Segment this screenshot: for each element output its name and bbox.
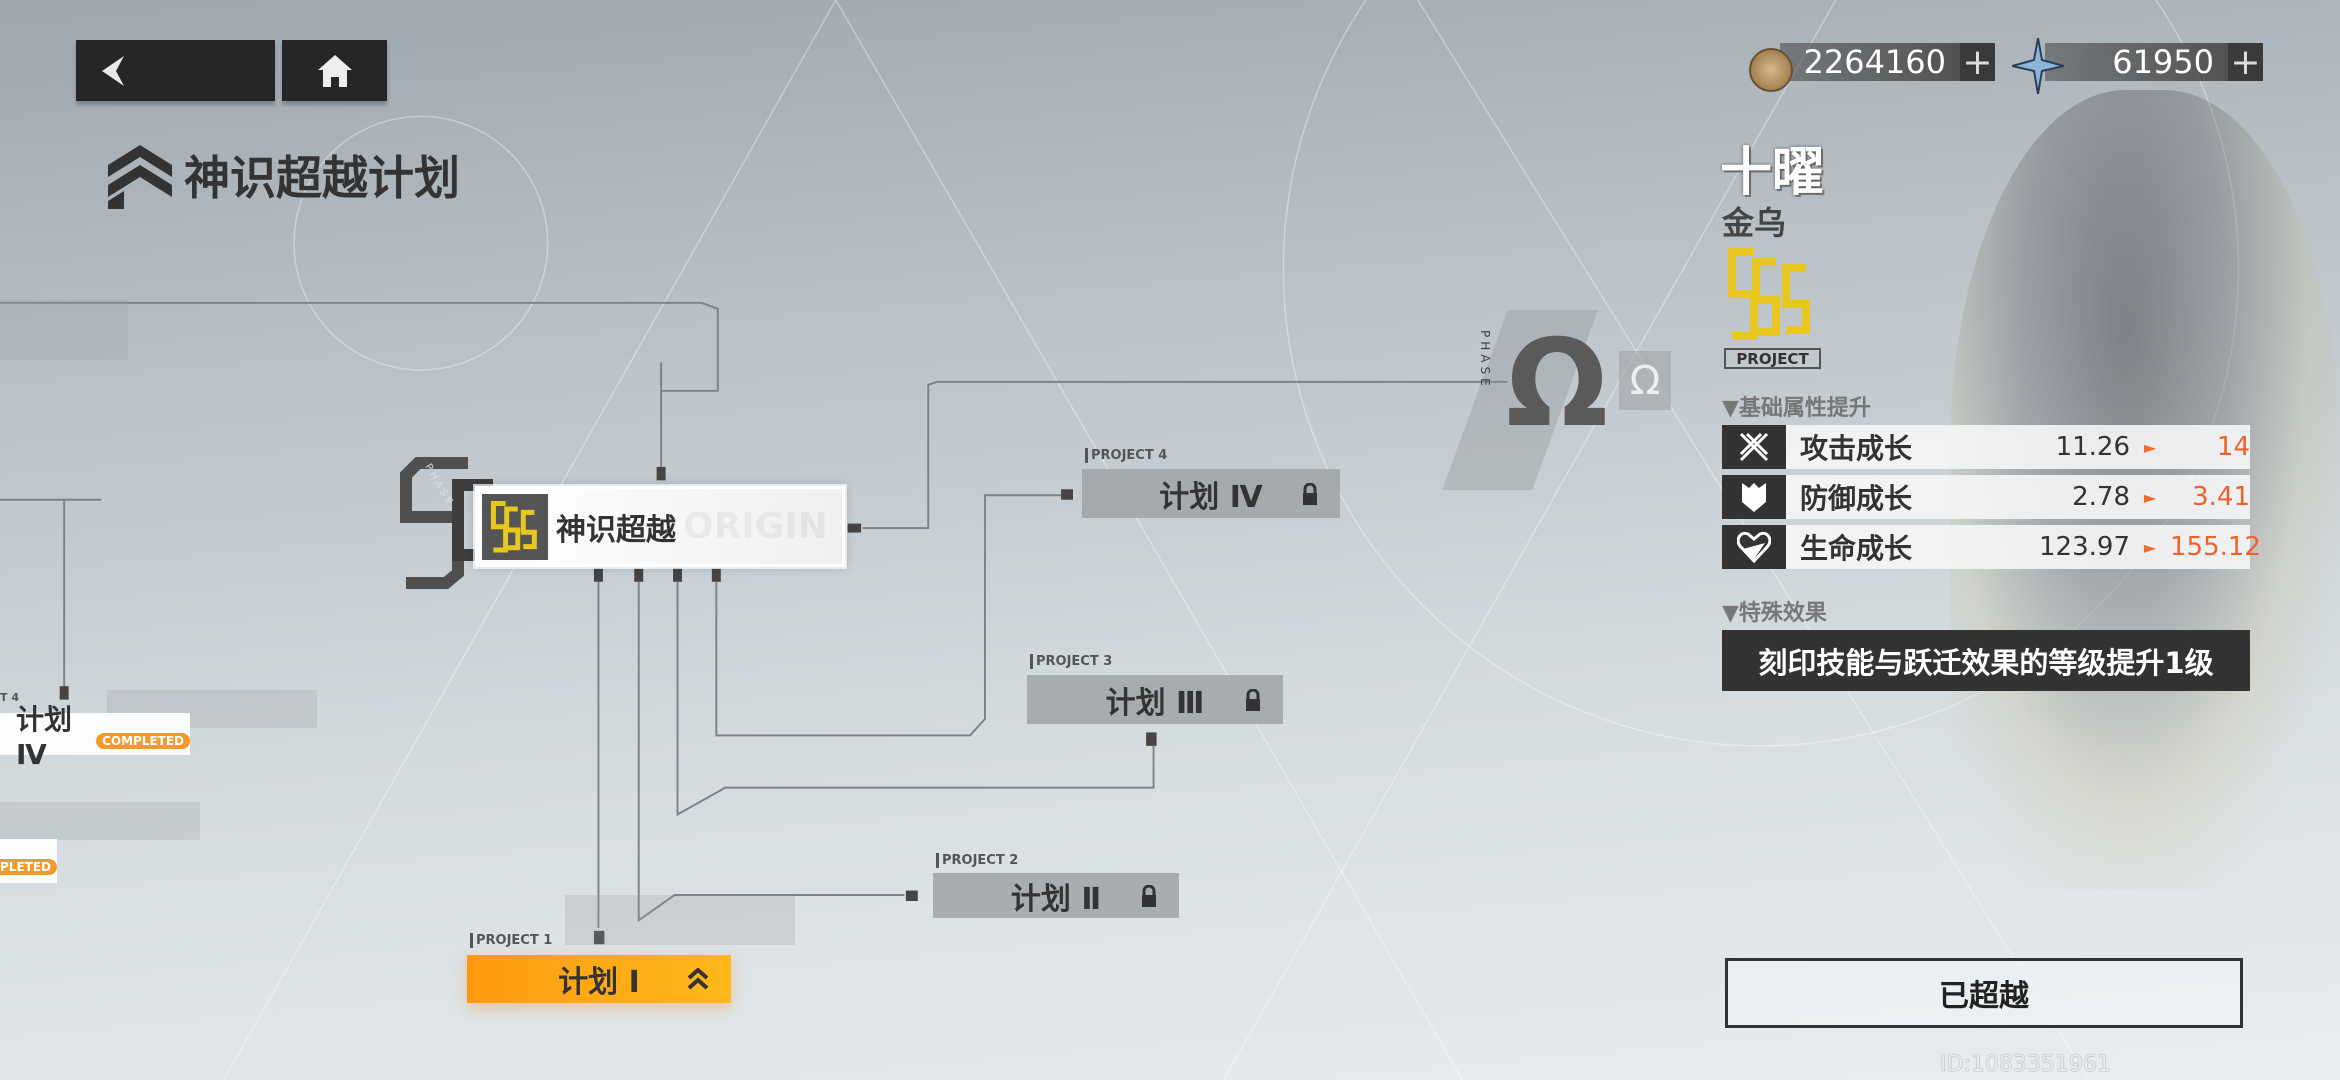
completed-badge: MPLETED <box>0 859 57 875</box>
double-chevron-up-icon <box>687 968 709 990</box>
main-node-transcend[interactable]: 神识超越 ORIGIN <box>473 484 847 569</box>
character-name: 十曜 <box>1720 143 1825 203</box>
back-button[interactable] <box>76 40 275 101</box>
crystal-amount: 61950 <box>2112 43 2214 81</box>
bg-panel <box>0 802 200 840</box>
transcended-button[interactable]: 已超越 <box>1725 958 2243 1028</box>
stat-old-value: 11.26 <box>2055 432 2130 462</box>
project-3-node[interactable]: 计划 Ⅲ <box>1027 675 1283 724</box>
project-2-tag: PROJECT 2 <box>936 853 1018 868</box>
stat-old-value: 123.97 <box>2039 532 2130 562</box>
origin-watermark: ORIGIN <box>683 506 828 547</box>
stat-row-attack: 攻击成长 11.26 ► 14 <box>1722 425 2250 469</box>
coin-counter: 2264160 + <box>1780 42 1995 83</box>
crystal-star-icon <box>2012 38 2064 94</box>
page-title: 神识超越计划 <box>104 140 460 210</box>
omega-phase-icon[interactable]: Ω <box>1506 315 1609 454</box>
defense-icon <box>1722 475 1786 519</box>
project-1-label: 计划 Ⅰ <box>558 965 640 1000</box>
arrow-right-icon: ► <box>2143 437 2157 457</box>
base-stats-heading: ▼基础属性提升 <box>1722 396 1871 421</box>
special-effect-text: 刻印技能与跃迁效果的等级提升1级 <box>1722 630 2250 691</box>
add-crystal-button[interactable]: + <box>2228 42 2263 83</box>
lock-icon <box>1303 482 1317 505</box>
project-4-node[interactable]: 计划 Ⅳ <box>1082 469 1340 518</box>
add-coin-button[interactable]: + <box>1960 42 1995 83</box>
bg-panel <box>565 895 795 945</box>
home-button[interactable] <box>282 40 387 101</box>
main-node-label: 神识超越 <box>556 512 676 548</box>
omega-mini-icon: Ω <box>1619 351 1671 410</box>
stat-new-value: 3.41 <box>2192 482 2250 512</box>
stat-label: 防御成长 <box>1800 482 1913 515</box>
project-4-tag: PROJECT 4 <box>1085 448 1167 463</box>
prev-project-4-node[interactable]: 计划 Ⅳ COMPLETED <box>0 703 190 771</box>
project-1-tag: PROJECT 1 <box>470 933 552 948</box>
health-icon <box>1722 525 1786 569</box>
sss-rank-icon <box>1728 248 1810 340</box>
coin-icon <box>1749 48 1793 92</box>
sss-icon <box>482 493 548 560</box>
home-icon <box>317 54 352 87</box>
chevron-up-logo-icon <box>108 145 172 209</box>
stat-row-health: 生命成长 123.97 ► 155.12 <box>1722 525 2261 569</box>
project-badge: PROJECT <box>1724 348 1821 369</box>
special-effect-heading: ▼特殊效果 <box>1722 601 1827 626</box>
stat-old-value: 2.78 <box>2072 482 2130 512</box>
coin-amount: 2264160 <box>1803 43 1946 81</box>
crystal-counter: 61950 + <box>2045 42 2263 83</box>
character-subtitle: 金乌 <box>1722 204 1787 242</box>
arrow-right-icon: ► <box>2143 537 2157 557</box>
bg-panel <box>0 300 128 360</box>
prev-project-tag: T 4 <box>0 691 19 704</box>
stat-new-value: 155.12 <box>2170 532 2261 562</box>
project-3-label: 计划 Ⅲ <box>1105 685 1205 721</box>
project-1-node[interactable]: 计划 Ⅰ <box>467 955 731 1003</box>
page-title-text: 神识超越计划 <box>184 151 460 205</box>
stat-new-value: 14 <box>2216 432 2250 462</box>
project-2-node[interactable]: 计划 Ⅱ <box>933 873 1179 918</box>
completed-badge: COMPLETED <box>96 733 190 749</box>
project-4-label: 计划 Ⅳ <box>1159 479 1263 515</box>
attack-icon <box>1722 425 1786 469</box>
stat-label: 生命成长 <box>1800 532 1913 565</box>
stat-label: 攻击成长 <box>1800 432 1913 465</box>
user-id: ID:1083351961 <box>1940 1052 2111 1077</box>
project-3-tag: PROJECT 3 <box>1030 654 1112 669</box>
prev-project-3-node[interactable]: MPLETED <box>0 839 57 883</box>
lock-icon <box>1142 884 1156 907</box>
lock-icon <box>1246 688 1260 711</box>
project-2-label: 计划 Ⅱ <box>1010 881 1102 917</box>
omega-phase-label: PHASE <box>1478 330 1492 390</box>
prev-project-label: 计划 Ⅳ <box>16 702 73 771</box>
back-arrow-icon <box>102 55 124 86</box>
arrow-right-icon: ► <box>2143 487 2157 507</box>
stat-row-defense: 防御成长 2.78 ► 3.41 <box>1722 475 2250 519</box>
